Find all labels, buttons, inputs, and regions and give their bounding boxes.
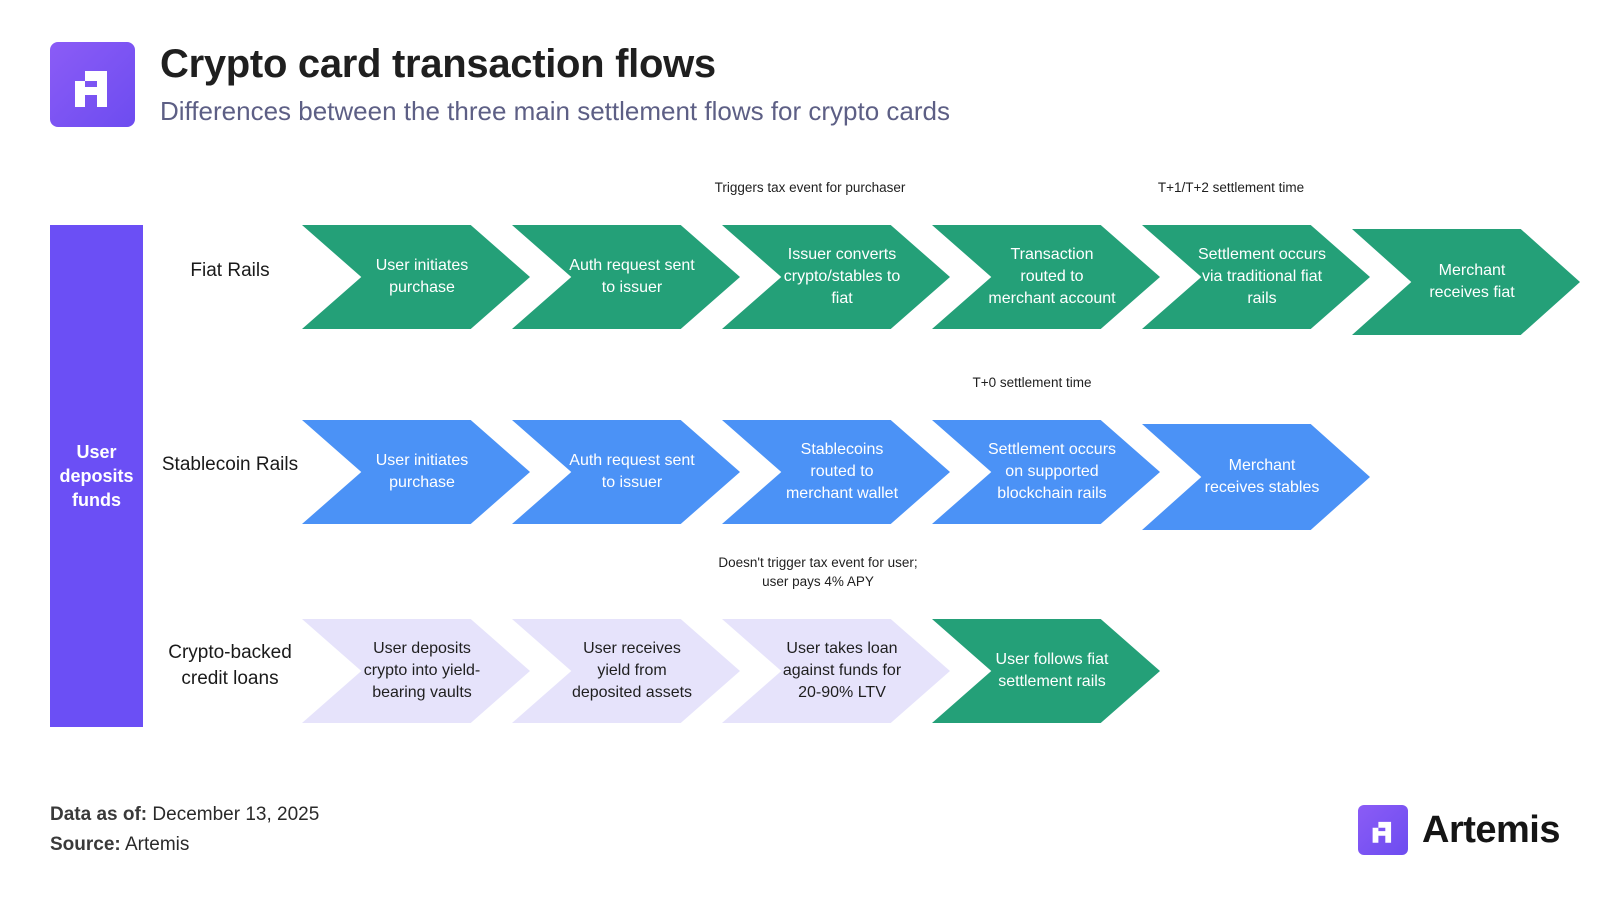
source-value: Artemis — [124, 834, 190, 855]
sidebar-label: User deposits funds — [59, 442, 134, 510]
fiat-note-settlement-time: T+1/T+2 settlement time — [1157, 180, 1305, 195]
page-title: Crypto card transaction flows — [160, 42, 716, 86]
footer-data-as-of: Data as of: December 13, 2025 — [50, 804, 319, 826]
stable-note-settlement-time: T+0 settlement time — [972, 375, 1092, 390]
loan-note-tax-apy: Doesn't trigger tax event for user; user… — [718, 555, 918, 589]
data-as-of-value: December 13, 2025 — [152, 804, 320, 825]
user-deposits-funds-bar: User deposits funds — [50, 225, 143, 727]
data-as-of-label: Data as of: — [50, 804, 148, 825]
row-label-fiat: Fiat Rails — [190, 260, 270, 281]
row-label-crypto-loans: Crypto-backed credit loans — [168, 642, 292, 689]
loan-step-1: User deposits crypto into yield-bearing … — [302, 619, 530, 723]
loan-step-2: User receives yield from deposited asset… — [512, 619, 740, 723]
stable-step-1: User initiates purchase — [302, 420, 530, 524]
stable-step-5: Merchant receives stables — [1142, 424, 1370, 530]
fiat-step-1: User initiates purchase — [302, 225, 530, 329]
brand-name: Artemis — [1422, 808, 1561, 851]
fiat-step-2: Auth request sent to issuer — [512, 225, 740, 329]
page-subtitle: Differences between the three main settl… — [160, 96, 951, 126]
stable-step-3: Stablecoins routed to merchant wallet — [722, 420, 950, 524]
stable-step-4: Settlement occurs on supported blockchai… — [932, 420, 1160, 524]
loan-step-4: User follows fiat settlement rails — [932, 619, 1160, 723]
stable-step-2: Auth request sent to issuer — [512, 420, 740, 524]
artemis-logo-icon — [50, 42, 135, 127]
fiat-step-5: Settlement occurs via traditional fiat r… — [1142, 225, 1370, 329]
row-label-stablecoin: Stablecoin Rails — [161, 454, 299, 475]
artemis-logo-icon — [1358, 805, 1408, 855]
fiat-note-tax-event: Triggers tax event for purchaser — [714, 180, 906, 195]
fiat-step-4: Transaction routed to merchant account — [932, 225, 1160, 329]
fiat-step-6: Merchant receives fiat — [1352, 229, 1580, 335]
source-label: Source: — [50, 834, 121, 855]
fiat-step-3: Issuer converts crypto/stables to fiat — [722, 225, 950, 329]
footer-source: Source: Artemis — [50, 834, 189, 856]
loan-step-3: User takes loan against funds for 20-90%… — [722, 619, 950, 723]
artemis-brand: Artemis — [1358, 805, 1561, 855]
